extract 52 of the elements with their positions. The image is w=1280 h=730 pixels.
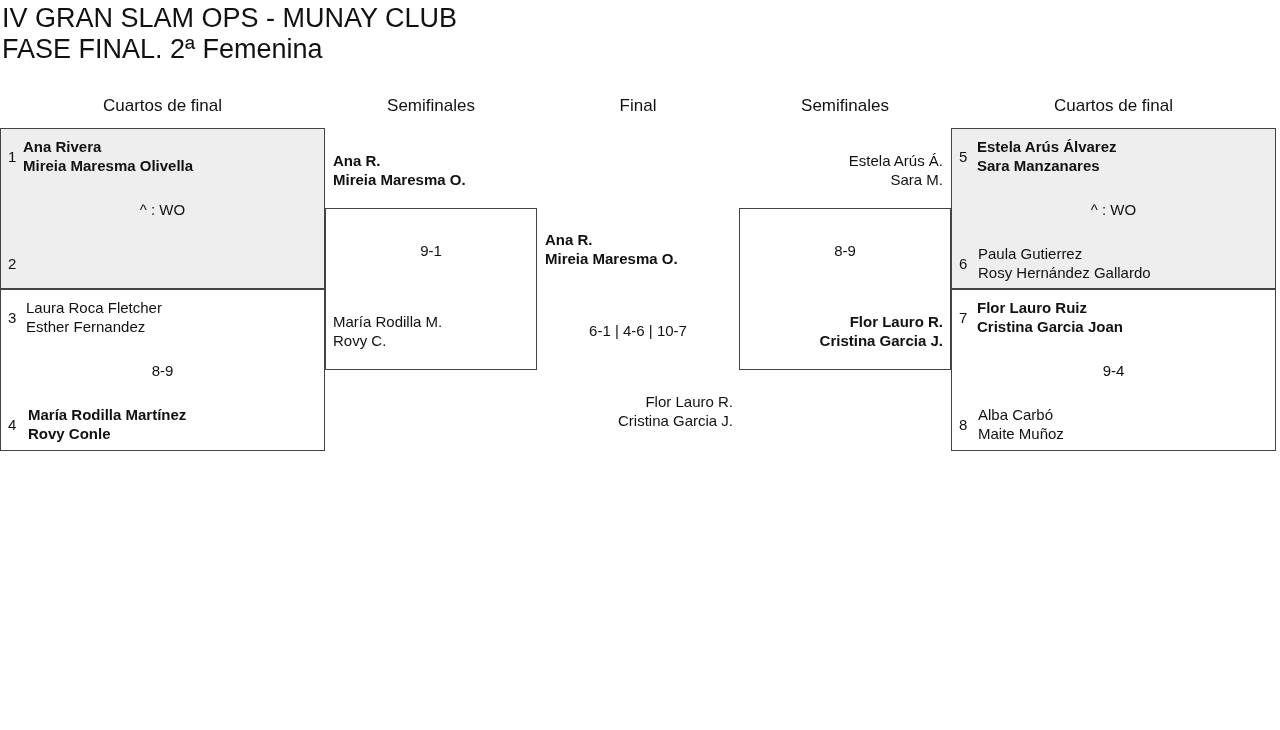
player-name: Alba Carbó bbox=[978, 405, 1054, 424]
player-name: Sara M. bbox=[890, 170, 943, 189]
match-score: 9-1 bbox=[419, 241, 443, 260]
seed-number: 8 bbox=[959, 415, 968, 434]
seed-number: 7 bbox=[959, 308, 968, 327]
seed-number: 5 bbox=[959, 147, 968, 166]
match-box bbox=[951, 128, 1276, 289]
round-heading: Semifinales bbox=[386, 96, 476, 115]
player-name: Flor Lauro R. bbox=[645, 392, 733, 411]
round-heading: Cuartos de final bbox=[1052, 96, 1175, 115]
match-score: 8-9 bbox=[150, 361, 175, 380]
match-score: ^ : WO bbox=[1089, 200, 1138, 219]
round-heading: Semifinales bbox=[800, 96, 890, 115]
seed-number: 2 bbox=[8, 254, 17, 273]
player-name: Flor Lauro R. bbox=[849, 312, 943, 331]
player-name: Rovy C. bbox=[333, 331, 387, 350]
player-name: María Rodilla M. bbox=[333, 312, 443, 331]
round-heading: Final bbox=[618, 96, 658, 115]
player-name: Cristina Garcia J. bbox=[617, 411, 733, 430]
match-box bbox=[951, 289, 1276, 451]
player-name: Mireia Maresma O. bbox=[545, 249, 678, 268]
player-name: Cristina Garcia J. bbox=[819, 331, 943, 350]
round-heading: Cuartos de final bbox=[101, 96, 224, 115]
seed-number: 6 bbox=[959, 254, 968, 273]
match-score: 8-9 bbox=[833, 241, 857, 260]
player-name: Mireia Maresma O. bbox=[333, 170, 466, 189]
player-name: Esther Fernandez bbox=[26, 317, 146, 336]
player-name: Maite Muñoz bbox=[978, 424, 1064, 443]
player-name: Ana Rivera bbox=[23, 137, 102, 156]
player-name: Ana R. bbox=[333, 151, 381, 170]
seed-number: 4 bbox=[8, 415, 17, 434]
player-name: Cristina Garcia Joan bbox=[977, 317, 1123, 336]
seed-number: 3 bbox=[8, 308, 17, 327]
player-name: Mireia Maresma Olivella bbox=[23, 156, 194, 175]
match-score: ^ : WO bbox=[138, 200, 187, 219]
bracket-title: IV GRAN SLAM OPS - MUNAY CLUB bbox=[2, 2, 458, 35]
match-box bbox=[0, 289, 325, 451]
match-score: 6-1 | 4-6 | 10-7 bbox=[588, 321, 688, 340]
player-name: Estela Arús Á. bbox=[848, 151, 943, 170]
player-name: Rosy Hernández Gallardo bbox=[978, 263, 1151, 282]
player-name: Estela Arús Álvarez bbox=[977, 137, 1117, 156]
player-name: Ana R. bbox=[545, 230, 593, 249]
seed-number: 1 bbox=[8, 147, 17, 166]
match-box bbox=[0, 128, 325, 289]
player-name: Paula Gutierrez bbox=[978, 244, 1083, 263]
player-name: María Rodilla Martínez bbox=[28, 405, 187, 424]
bracket-subtitle: FASE FINAL. 2ª Femenina bbox=[2, 33, 323, 66]
match-score: 9-4 bbox=[1101, 361, 1126, 380]
player-name: Rovy Conle bbox=[28, 424, 111, 443]
player-name: Sara Manzanares bbox=[977, 156, 1100, 175]
player-name: Laura Roca Fletcher bbox=[26, 298, 162, 317]
player-name: Flor Lauro Ruiz bbox=[977, 298, 1087, 317]
